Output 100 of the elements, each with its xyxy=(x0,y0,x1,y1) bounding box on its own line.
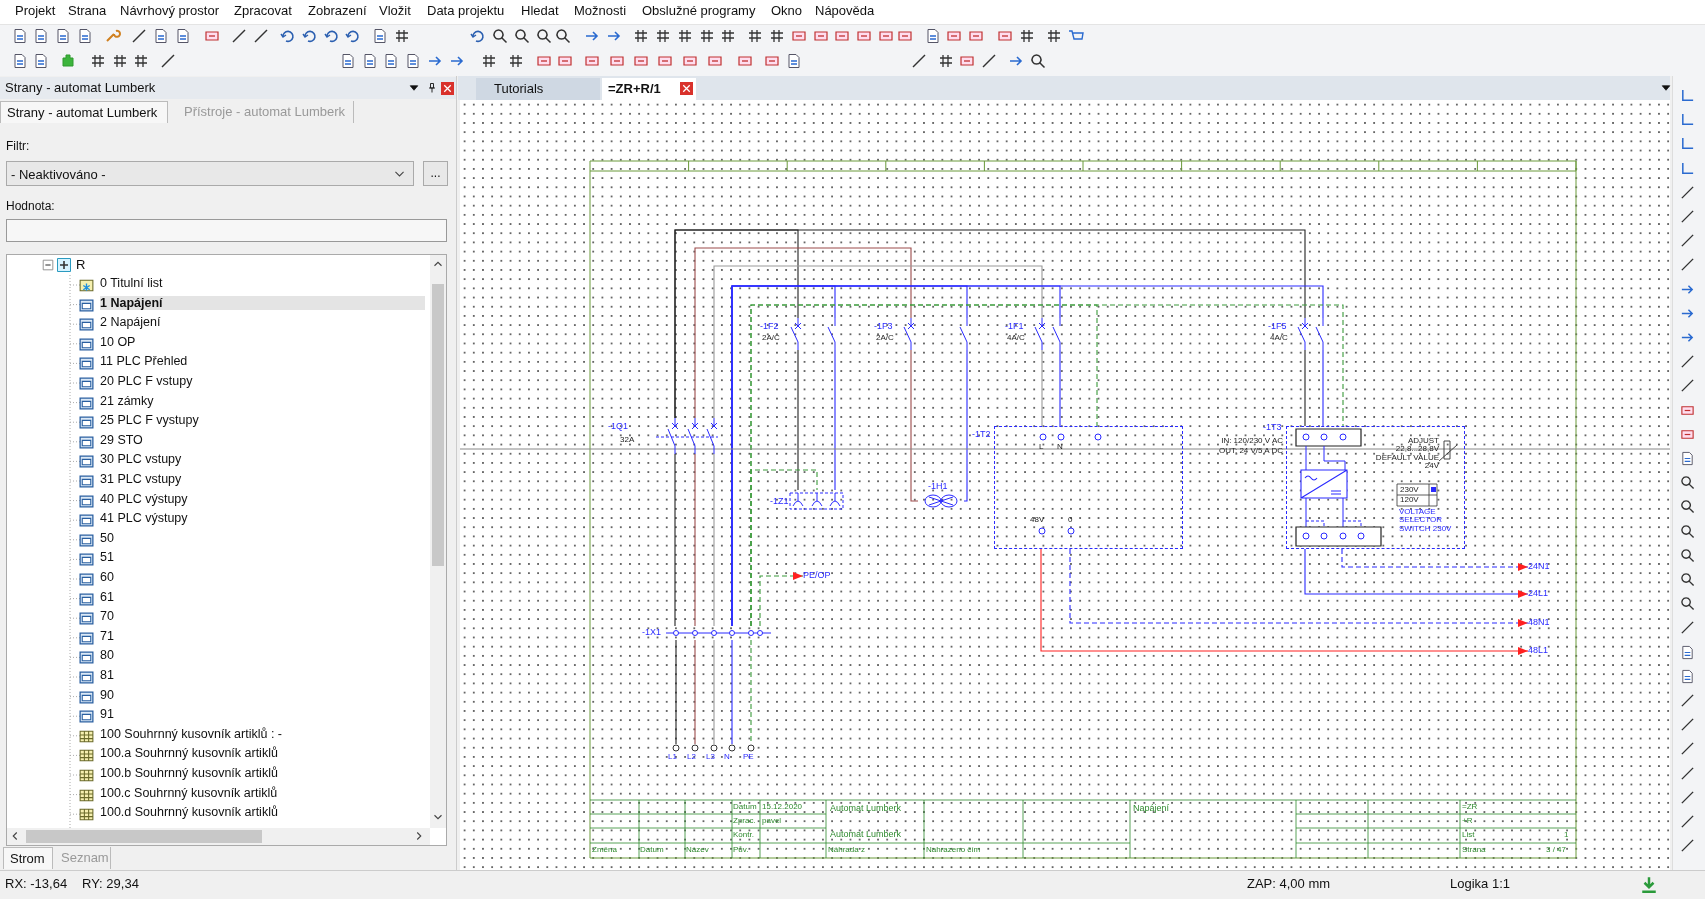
status-text: ZAP: 4,00 mm xyxy=(1247,877,1331,892)
tree-item: 91 xyxy=(100,707,114,722)
tree-item: 100 Souhrnný kusovník artiklů : - xyxy=(100,726,283,742)
title-block-text: Napájení xyxy=(1133,803,1170,814)
tree-item: 31 PLC vstupy xyxy=(100,472,182,487)
title-block-text: Náhrada z xyxy=(828,845,865,855)
tree-item: 100.b Souhrnný kusovník artiklů xyxy=(100,766,278,781)
tree-item: 50 xyxy=(100,530,114,546)
spec-text: 120V xyxy=(1400,495,1419,505)
panel-tab: Seznam xyxy=(55,847,111,869)
status-text: Logika 1:1 xyxy=(1450,877,1510,892)
menu-item: Obslužné programy xyxy=(642,4,756,19)
menu-item: Zpracovat xyxy=(234,4,292,19)
potential-label: PE/OP xyxy=(803,570,831,581)
document-tab: =ZR+R/1 xyxy=(602,78,696,100)
wire xyxy=(1322,349,1324,427)
wire xyxy=(675,639,677,745)
tree-item: 70 xyxy=(100,609,114,624)
wire xyxy=(694,247,912,419)
tree-item: 71 xyxy=(100,628,114,644)
tree-item: 30 PLC vstupy xyxy=(100,452,182,467)
tree-item: 80 xyxy=(100,648,114,663)
title-block-text: Pův. xyxy=(733,845,749,855)
title-block-text: 1 xyxy=(1564,830,1569,840)
wire xyxy=(694,453,696,627)
spec-text: ADJUST 22,8...28,8V DEFAULT VALUE 24V xyxy=(1374,437,1439,471)
menu-item: Okno xyxy=(771,4,803,19)
tree-item: R xyxy=(76,258,86,273)
tree-item: 21 zámky xyxy=(100,393,154,408)
wire xyxy=(910,349,919,502)
title-block-text: 3 / 47 xyxy=(1546,845,1566,855)
menu-item: Návrhový prostor xyxy=(120,4,219,19)
tree-item: 29 STO xyxy=(100,432,143,448)
panel-title: Strany - automat Lumberk xyxy=(5,81,156,96)
device-tag: -1F3 xyxy=(874,321,893,332)
device-tag: -1F1 xyxy=(1005,321,1024,332)
title-block-text: Strana xyxy=(1462,845,1486,855)
title-block-text: List xyxy=(1462,830,1475,840)
device-tag: -1T3 xyxy=(1263,422,1282,433)
wire xyxy=(694,639,696,745)
document-tab: Tutorials xyxy=(476,78,600,100)
spec-text: 4A/C xyxy=(1007,333,1025,343)
menu-item: Data projektu xyxy=(427,4,505,19)
potential-label: 24N1 xyxy=(1528,561,1550,572)
spec-text: 2A/C xyxy=(762,333,780,343)
status-text: RX: -13,64 xyxy=(5,877,68,892)
title-block-text: Automat Lumberk xyxy=(830,829,902,840)
title-block-text: pavel xyxy=(762,816,782,826)
title-block-text: =ZR xyxy=(1462,802,1478,812)
tree-item: 41 PLC výstupy xyxy=(100,511,188,526)
spec-text: OUT: 24 V/5 A DC xyxy=(1217,446,1283,456)
device-tag: -1Q1 xyxy=(608,421,628,432)
tree-item: 0 Titulní list xyxy=(100,276,163,291)
arrow xyxy=(1040,548,1529,655)
tree-item: 25 PLC F vystupy xyxy=(100,413,199,428)
title-block-text: Název xyxy=(686,845,709,855)
device-tag: -1T2 xyxy=(972,429,991,440)
spec-text: 48V xyxy=(1030,515,1045,525)
terminal-label: N xyxy=(724,752,730,762)
tree-item: 40 PLC výstupy xyxy=(100,491,188,506)
spec-text: VOLTAGE SELECTOR SWITCH 230V xyxy=(1399,508,1453,534)
panel-tab: Přístroje - automat Lumberk xyxy=(178,101,354,123)
terminal-label: L3 xyxy=(706,752,715,762)
panel-tab: Strom xyxy=(3,847,53,869)
status-text: RY: 29,34 xyxy=(82,877,139,892)
wire xyxy=(834,349,836,491)
spec-text: L xyxy=(1039,442,1044,452)
arrow xyxy=(1341,548,1529,571)
device-tag: -1F5 xyxy=(1268,321,1287,332)
menu-item: Možnosti xyxy=(574,4,627,19)
title-block-text: Zprac. xyxy=(733,816,756,826)
wire xyxy=(674,229,1306,419)
spec-text: 2A/C xyxy=(876,333,894,343)
wire xyxy=(713,639,715,745)
arrow xyxy=(1304,548,1529,598)
terminal-label: PE xyxy=(743,752,754,762)
potential-label: 48L1 xyxy=(1528,645,1549,656)
wire xyxy=(1041,349,1043,427)
device-tag: -1X1 xyxy=(642,627,661,638)
tree-item: 20 PLC F vstupy xyxy=(100,374,193,389)
title-block-text: +R xyxy=(1462,816,1473,826)
spec-text: 230V xyxy=(1400,485,1419,495)
more-button: ... xyxy=(423,161,448,186)
tree-item: 2 Napájení xyxy=(100,315,161,330)
title-block-text: Datum xyxy=(733,802,757,812)
device-tag: -1H1 xyxy=(928,481,948,492)
title-block-text: Automat Lumberk xyxy=(830,803,902,814)
spec-text: 32A xyxy=(620,435,635,445)
wire xyxy=(731,639,733,745)
tree-item: 10 OP xyxy=(100,334,136,350)
potential-label: 24L1 xyxy=(1528,588,1549,599)
wire xyxy=(1304,349,1306,427)
menu-item: Nápověda xyxy=(815,4,875,19)
title-block-text: Změna xyxy=(592,845,617,855)
tree-item: 81 xyxy=(100,668,114,683)
device-tag: -1F2 xyxy=(760,321,779,332)
terminal-label: L1 xyxy=(668,752,677,762)
arrow xyxy=(1069,548,1529,627)
arrow xyxy=(759,572,804,627)
panel-tab: Strany - automat Lumberk xyxy=(0,101,168,123)
